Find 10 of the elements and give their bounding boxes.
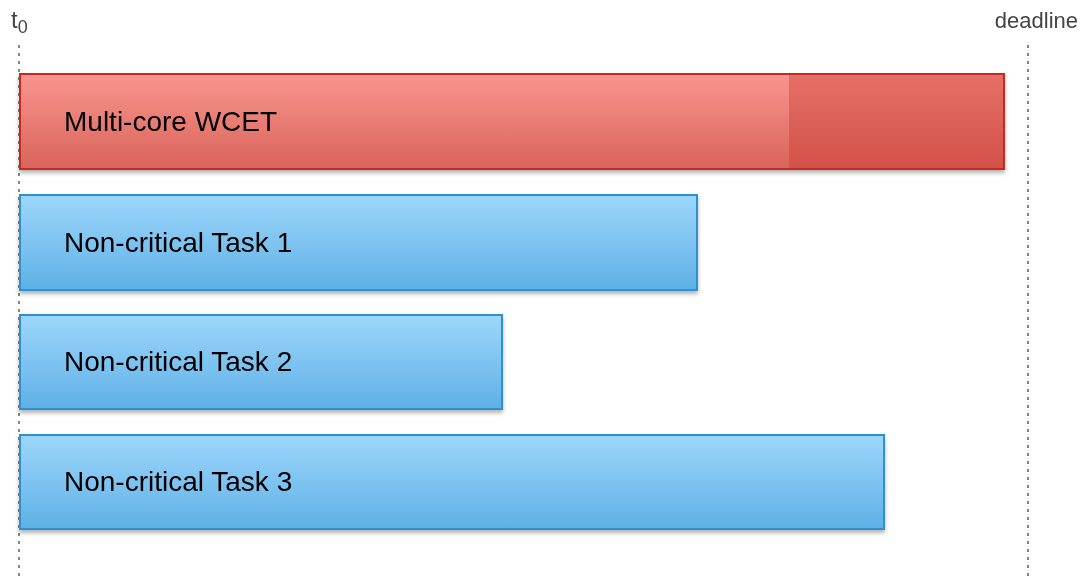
time-label: t$_{0}$ (11, 5, 28, 38)
task-bar (19, 194, 698, 291)
time-label: deadline (994, 7, 1078, 35)
task-label: Non-critical Task 1 (64, 225, 293, 260)
task-bar (19, 73, 1005, 170)
task-label: Non-critical Task 2 (64, 345, 293, 379)
task-label: Non-critical Task 3 (64, 465, 293, 499)
task-bar (19, 314, 503, 410)
task-label: Multi-core WCET (64, 104, 278, 139)
task-bar (19, 434, 885, 530)
